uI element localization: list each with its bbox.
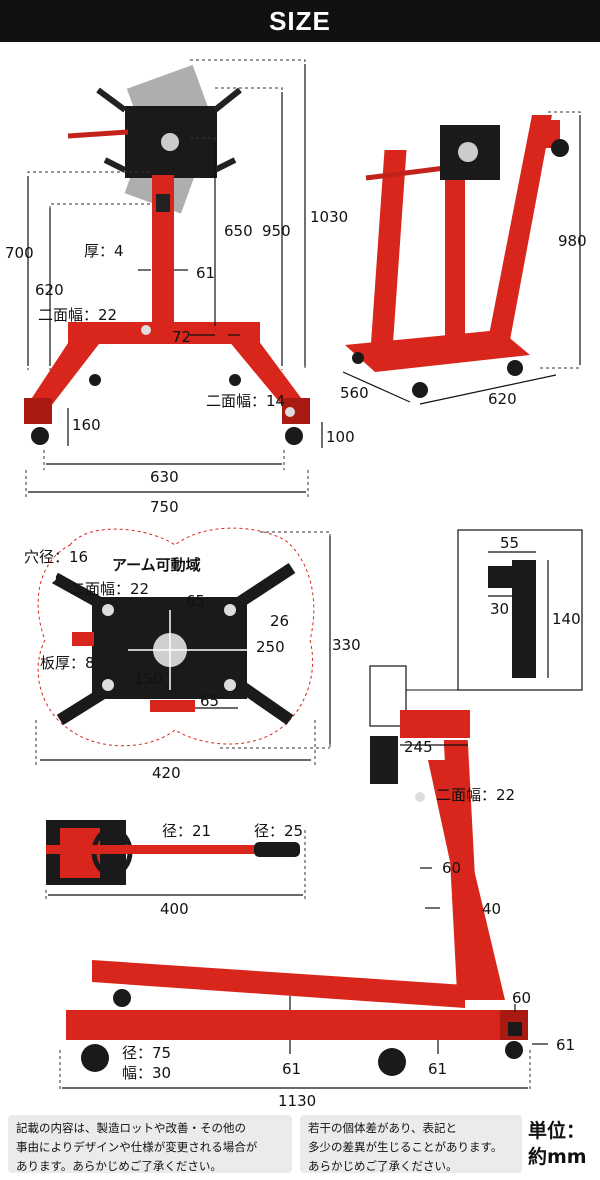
- arm-range-outline: [37, 527, 315, 747]
- handle-bar: [46, 845, 256, 854]
- plate-thickness-label: 板厚：8: [40, 654, 95, 672]
- side-frame-width-label: 61: [556, 1036, 575, 1054]
- handle-grip: [254, 842, 300, 857]
- handle-length-label: 400: [160, 900, 189, 918]
- side-frame-height-label: 60: [512, 989, 531, 1007]
- inset-inner-label: 30: [490, 600, 509, 618]
- handle-view: [45, 820, 306, 900]
- side-rear-leg: [92, 960, 465, 1008]
- front-height-700: 700: [5, 244, 34, 262]
- front-handle: [67, 129, 129, 139]
- detail-inset: [369, 529, 583, 727]
- front-wheel-right: [285, 427, 303, 445]
- plate-view: [35, 527, 331, 765]
- front-caster-height-label: 100: [326, 428, 355, 446]
- side-length-label: 1130: [278, 1092, 316, 1110]
- persp-width-label: 620: [488, 390, 517, 408]
- persp-post-left: [370, 150, 407, 350]
- front-leg-right: [228, 340, 310, 410]
- wheel-width-label: 幅：30: [122, 1064, 171, 1082]
- side-beam-a-label: 61: [282, 1060, 301, 1078]
- side-beam-b-label: 61: [428, 1060, 447, 1078]
- plate-height-label: 330: [332, 636, 361, 654]
- side-main-beam: [66, 1010, 506, 1040]
- plate-dim-150: 150: [134, 670, 163, 688]
- front-height-650: 650: [224, 222, 253, 240]
- note-right-line: 若干の個体差があり、表記と: [308, 1121, 458, 1135]
- front-height-950: 950: [262, 222, 291, 240]
- note-left: 記載の内容は、製造ロットや改善・その他の 事由によりデザインや仕様が変更される場…: [8, 1115, 292, 1173]
- front-base-beam: [68, 322, 260, 344]
- front-wheel-height-label: 160: [72, 416, 101, 434]
- front-height-620: 620: [35, 281, 64, 299]
- arm-top-left: [52, 572, 148, 634]
- front-outer-width-label: 750: [150, 498, 179, 516]
- side-arm: [400, 710, 470, 738]
- side-arm-length-label: 245: [404, 738, 433, 756]
- side-wheel-rear: [378, 1048, 406, 1076]
- wheel-diameter-label: 径：75: [122, 1044, 171, 1062]
- front-inner-width-label: 630: [150, 468, 179, 486]
- inset-width-label: 55: [500, 534, 519, 552]
- front-height-1030: 1030: [310, 208, 348, 226]
- front-view: [24, 59, 323, 500]
- inset-bracket: [512, 560, 536, 678]
- side-view: [59, 710, 548, 1090]
- front-leg-gap-label: 72: [172, 328, 191, 346]
- note-left-line: あります。あらかじめご了承ください。: [16, 1159, 222, 1173]
- note-left-line: 記載の内容は、製造ロットや改善・その他の: [16, 1121, 246, 1135]
- front-leg-left: [24, 340, 102, 410]
- hole-diameter-label: 穴径：16: [24, 548, 88, 566]
- front-hex-bolt-upper-label: 二面幅：22: [38, 306, 117, 324]
- front-post: [152, 175, 174, 325]
- persp-post-right: [488, 115, 552, 340]
- persp-base: [345, 330, 530, 372]
- plate-dim-250: 250: [256, 638, 285, 656]
- unit-label-line: 単位：: [528, 1120, 586, 1142]
- page-title: SIZE: [0, 0, 600, 42]
- side-hex-bolt-label: 二面幅：22: [436, 786, 515, 804]
- arm-bottom-right: [211, 663, 294, 725]
- arm-range-title: アーム可動域: [112, 556, 201, 574]
- persp-post-mid: [445, 180, 465, 350]
- front-hex-bolt-lower-label: 二面幅：14: [206, 392, 285, 410]
- handle-diameter-label: 径：21: [162, 822, 211, 840]
- front-wheel-left: [31, 427, 49, 445]
- plate-dim-65-bottom: 65: [200, 692, 219, 710]
- side-post-a-label: 60: [442, 859, 461, 877]
- side-brace: [428, 760, 505, 1000]
- plate-dim-65-top: 65: [186, 592, 205, 610]
- front-post-width-label: 61: [196, 264, 215, 282]
- arm-top-right: [201, 562, 296, 631]
- note-right-line: あらかじめご了承ください。: [308, 1159, 458, 1173]
- arm-bottom-left: [56, 664, 144, 726]
- unit-label: 単位： 約mm: [528, 1118, 596, 1170]
- inset-height-label: 140: [552, 610, 581, 628]
- persp-depth-label: 560: [340, 384, 369, 402]
- plate-hex-bolt-label: 二面幅：22: [70, 580, 149, 598]
- front-thickness-label: 厚：4: [84, 242, 124, 260]
- note-left-line: 事由によりデザインや仕様が変更される場合が: [16, 1140, 258, 1154]
- plate-width-label: 420: [152, 764, 181, 782]
- persp-handle: [365, 165, 446, 181]
- grip-diameter-label: 径：25: [254, 822, 303, 840]
- perspective-view: [342, 111, 581, 405]
- side-wheel-front: [81, 1044, 109, 1072]
- side-post-b-label: 40: [482, 900, 501, 918]
- note-right-line: 多少の差異が生じることがあります。: [308, 1140, 503, 1154]
- note-right: 若干の個体差があり、表記と 多少の差異が生じることがあります。 あらかじめご了承…: [300, 1115, 522, 1173]
- plate-dim-26: 26: [270, 612, 289, 630]
- persp-height-label: 980: [558, 232, 587, 250]
- unit-label-line: 約mm: [528, 1146, 587, 1168]
